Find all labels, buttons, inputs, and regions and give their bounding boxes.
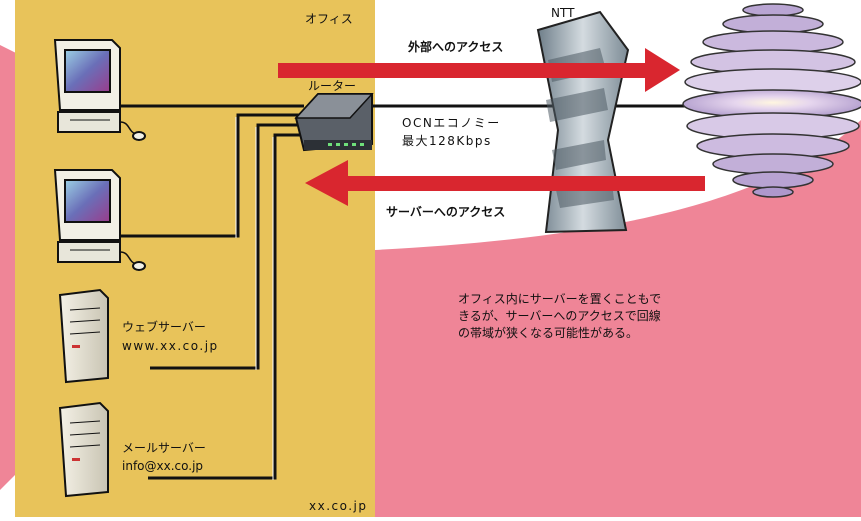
line-speed: 最大128Kbps [402, 134, 492, 148]
office-label: オフィス [305, 12, 353, 26]
mail-server [58, 401, 109, 498]
office-domain: xx.co.jp [309, 499, 368, 513]
outbound-arrow [278, 48, 680, 92]
outbound-arrow-label: 外部へのアクセス [408, 40, 504, 54]
pink-band [375, 120, 861, 517]
computer-2 [53, 169, 146, 271]
line-name: OCNエコノミー [402, 116, 501, 130]
ntt-building [536, 10, 630, 234]
note-line-2: きるが、サーバーへのアクセスで回線 [458, 309, 661, 323]
router [294, 93, 374, 152]
inbound-arrow-label: サーバーへのアクセス [386, 205, 506, 219]
ntt-label: NTT [551, 6, 575, 20]
web-server-host: www.xx.co.jp [122, 339, 219, 353]
cable-highlights [235, 117, 274, 480]
mail-server-host: info@xx.co.jp [122, 459, 204, 473]
inbound-arrow [305, 160, 705, 206]
web-server [58, 288, 109, 384]
web-server-name: ウェブサーバー [122, 320, 206, 334]
router-label: ルーター [308, 79, 357, 93]
computer-1 [53, 39, 146, 141]
mail-server-name: メールサーバー [122, 441, 206, 455]
internet-globe [682, 3, 861, 198]
note-line-3: の帯域が狭くなる可能性がある。 [458, 326, 639, 340]
note-line-1: オフィス内にサーバーを置くこともで [458, 292, 662, 306]
